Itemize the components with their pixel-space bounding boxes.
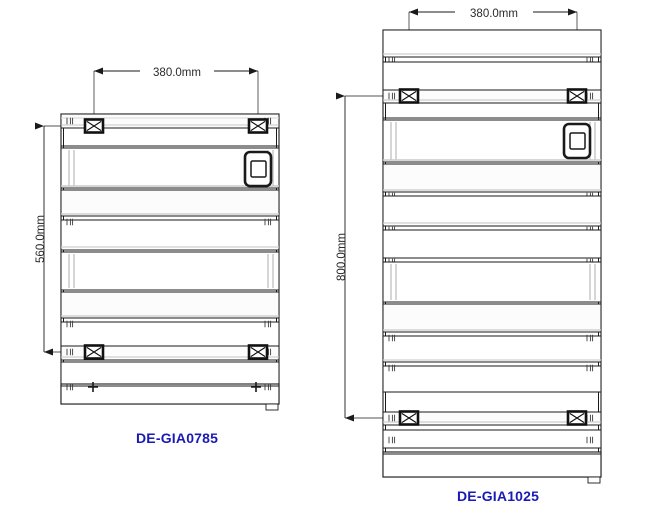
bracket-x-icon [83, 344, 105, 360]
bracket-x-icon [398, 410, 420, 426]
drawing-left-de-gia0785: 380.0mm 560.0mm [35, 67, 280, 411]
right-bar-1 [382, 29, 602, 64]
left-bar-2 [60, 147, 280, 189]
right-width-dimension-text: 380.0mm [470, 8, 518, 20]
right-bar-6 [382, 195, 602, 234]
bracket-x-icon [247, 118, 269, 134]
left-width-dimension-text: 380.0mm [153, 67, 201, 79]
left-bar-4 [60, 218, 280, 251]
right-bar-5 [382, 163, 602, 200]
right-height-dimension: 800.0mm [336, 92, 388, 422]
left-bar-1 [60, 113, 280, 129]
left-foot [265, 403, 279, 411]
bracket-x-icon [398, 88, 420, 104]
right-height-dimension-text: 800.0mm [336, 233, 348, 281]
right-control-panel-icon [562, 122, 592, 160]
left-bar-9 [60, 361, 280, 385]
part-label-left: DE-GIA0785 [136, 430, 219, 446]
valve-plus-icon [88, 382, 98, 392]
bracket-x-icon [566, 88, 588, 104]
left-bar-6 [60, 291, 280, 319]
right-bar-11 [382, 364, 602, 393]
valve-plus-icon [251, 382, 261, 392]
right-bar-14 [382, 451, 602, 478]
drawing-right-de-gia1025: 380.0mm 800.0mm [336, 8, 602, 484]
left-bar-5 [60, 251, 280, 291]
left-control-panel-icon [243, 150, 273, 188]
right-bar-10 [382, 334, 602, 363]
bracket-x-icon [247, 344, 269, 360]
right-bar-13 [382, 429, 602, 449]
part-label-right: DE-GIA1025 [457, 488, 540, 504]
right-bar-8 [382, 261, 602, 303]
right-radiator-body [382, 29, 602, 484]
right-bar-3 [382, 89, 602, 104]
right-bar-9 [382, 303, 602, 333]
left-height-dimension-text: 560.0mm [35, 215, 47, 263]
left-bar-7 [60, 320, 280, 347]
left-bar-3 [60, 189, 280, 217]
left-bar-10 [60, 383, 280, 405]
right-bar-12 [382, 411, 602, 426]
bracket-x-icon [566, 410, 588, 426]
bracket-x-icon [83, 118, 105, 134]
left-valve-marks [88, 382, 261, 392]
right-foot [587, 476, 601, 484]
right-bar-2 [382, 61, 602, 91]
right-bar-7 [382, 229, 602, 266]
